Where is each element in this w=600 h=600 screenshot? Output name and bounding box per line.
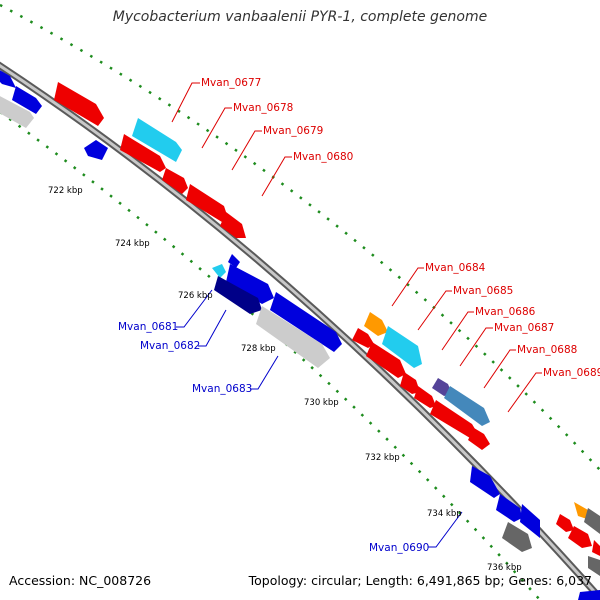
gene-arrow[interactable] — [226, 264, 274, 304]
map-title: Mycobacterium vanbaalenii PYR-1, complet… — [112, 9, 488, 25]
leader-line — [198, 309, 227, 347]
gene-arrow[interactable] — [430, 400, 478, 438]
axis-label: 724 kbp — [115, 239, 150, 249]
gene-arrow[interactable] — [470, 466, 500, 498]
gene-arrow[interactable] — [578, 590, 600, 600]
gene-arrow[interactable] — [520, 504, 540, 538]
gene-arrow[interactable] — [432, 378, 452, 396]
gene-arrow[interactable] — [444, 386, 490, 426]
leader-line — [417, 290, 452, 331]
axis-labels: 722 kbp 724 kbp 726 kbp 728 kbp 730 kbp … — [48, 186, 522, 573]
gene-arrow[interactable] — [270, 292, 342, 352]
gene-arrow[interactable] — [54, 82, 104, 126]
gene-arrow[interactable] — [496, 494, 522, 522]
axis-label: 732 kbp — [365, 453, 400, 463]
gene-label[interactable]: Mvan_0678 — [233, 102, 293, 114]
reverse-label-leaders — [176, 289, 463, 548]
gene-arrow[interactable] — [162, 168, 188, 194]
gene-arrow[interactable] — [132, 118, 182, 162]
gene-arrow[interactable] — [366, 342, 406, 378]
gene-label[interactable]: Mvan_0677 — [201, 77, 261, 89]
leader-line — [171, 82, 200, 123]
leader-line — [507, 372, 542, 413]
gene-label[interactable]: Mvan_0683 — [192, 383, 252, 395]
gene-arrow[interactable] — [592, 540, 600, 556]
axis-label: 730 kbp — [304, 398, 339, 408]
gene-label[interactable]: Mvan_0680 — [293, 151, 353, 163]
gene-arrow[interactable] — [400, 372, 420, 394]
gene-arrow[interactable] — [214, 276, 262, 314]
gene-label[interactable]: Mvan_0689 — [543, 367, 600, 379]
gene-arrow[interactable] — [186, 184, 228, 222]
tick-guides — [0, 3, 600, 600]
forward-strand-genes — [54, 82, 600, 576]
gene-arrow[interactable] — [0, 94, 34, 128]
leader-line — [176, 289, 213, 328]
gene-label[interactable]: Mvan_0687 — [494, 322, 554, 334]
gene-arrow[interactable] — [352, 328, 374, 348]
gene-arrow[interactable] — [588, 556, 600, 576]
gene-label[interactable]: Mvan_0679 — [263, 125, 323, 137]
gene-arrow[interactable] — [256, 306, 330, 368]
gene-label[interactable]: Mvan_0686 — [475, 306, 536, 318]
axis-label: 734 kbp — [427, 509, 462, 519]
accession-text: Accession: NC_008726 — [9, 573, 152, 588]
gene-label[interactable]: Mvan_0684 — [425, 262, 486, 274]
leader-line — [250, 355, 279, 390]
gene-label[interactable]: Mvan_0681 — [118, 321, 178, 333]
gene-arrow[interactable] — [584, 508, 600, 534]
gene-label[interactable]: Mvan_0690 — [369, 542, 429, 554]
axis-label: 722 kbp — [48, 186, 83, 196]
leader-line — [459, 327, 493, 367]
gene-label[interactable]: Mvan_0682 — [140, 340, 200, 352]
gene-arrow[interactable] — [84, 140, 108, 160]
leader-line — [483, 349, 516, 389]
forward-label-leaders — [171, 82, 542, 413]
gene-arrow[interactable] — [0, 68, 16, 88]
leader-line — [201, 107, 232, 149]
forward-gene-labels: Mvan_0677 Mvan_0678 Mvan_0679 Mvan_0680 … — [201, 77, 600, 379]
gene-arrow[interactable] — [120, 134, 166, 172]
genome-summary-text: Topology: circular; Length: 6,491,865 bp… — [248, 573, 592, 588]
gene-arrow[interactable] — [220, 212, 246, 238]
gene-arrow[interactable] — [382, 326, 422, 368]
gene-arrow[interactable] — [228, 254, 240, 268]
leader-line — [391, 267, 424, 307]
axis-label: 728 kbp — [241, 344, 276, 354]
reverse-strand-genes — [0, 68, 600, 600]
gene-arrow[interactable] — [502, 522, 532, 552]
gene-label[interactable]: Mvan_0688 — [517, 344, 577, 356]
gene-arrow[interactable] — [212, 264, 226, 278]
gene-label[interactable]: Mvan_0685 — [453, 285, 513, 297]
outer-tick-guide — [0, 3, 600, 471]
reverse-gene-labels: Mvan_0681 Mvan_0682 Mvan_0683 Mvan_0690 — [118, 321, 429, 554]
gene-arrow[interactable] — [12, 86, 42, 114]
gene-arrow[interactable] — [556, 514, 574, 532]
gene-arrow[interactable] — [568, 526, 592, 548]
leader-line — [231, 130, 262, 171]
leader-line — [261, 156, 292, 197]
inner-tick-guide — [0, 110, 541, 600]
gene-arrow[interactable] — [414, 386, 436, 408]
gene-arrow[interactable] — [364, 312, 388, 336]
gene-arrow[interactable] — [468, 428, 490, 450]
axis-label: 736 kbp — [487, 563, 522, 573]
leader-line — [428, 511, 463, 548]
leader-line — [441, 311, 474, 351]
axis-label: 726 kbp — [178, 291, 213, 301]
